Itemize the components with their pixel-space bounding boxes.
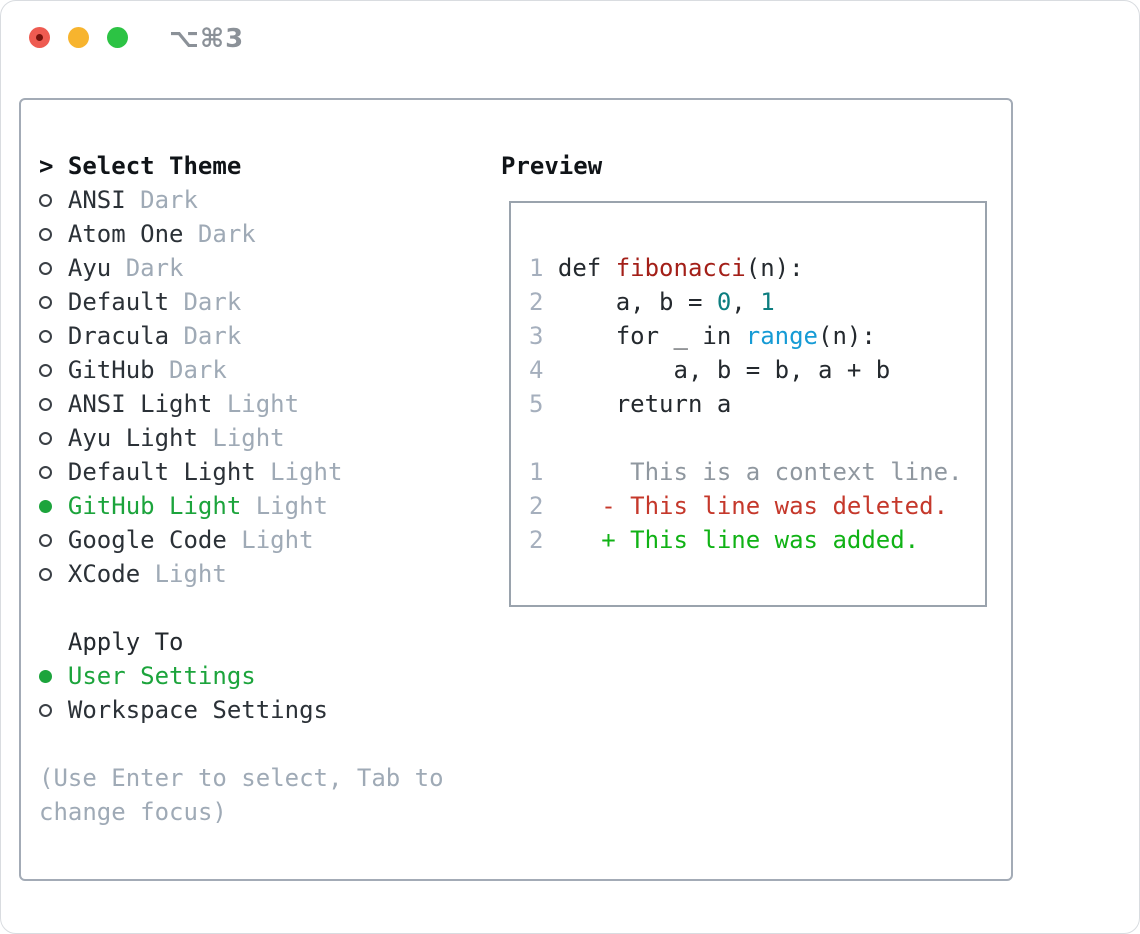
spacer (39, 591, 444, 625)
theme-name: Ayu (67, 254, 112, 282)
theme-variant: Dark (169, 356, 227, 384)
apply-option-workspace-settings[interactable]: Workspace Settings (39, 693, 444, 727)
keyboard-hint-line-2: change focus) (39, 798, 227, 826)
diff-added-line: 2 + This line was added. (529, 526, 920, 554)
theme-variant: Light (212, 424, 285, 452)
apply-option-label: Workspace Settings (67, 696, 328, 724)
radio-selected-icon (39, 489, 68, 523)
traffic-light-close-button[interactable] (29, 27, 50, 48)
radio-unselected-icon (39, 557, 68, 591)
theme-option-default-dark[interactable]: Default Dark (39, 285, 444, 319)
preview-code-line-5: 5 return a (529, 390, 732, 418)
line-number: 3 (529, 322, 544, 350)
theme-name: GitHub (67, 356, 155, 384)
theme-name: GitHub Light (67, 492, 242, 520)
number-literal: 1 (760, 288, 775, 316)
theme-option-dracula-dark[interactable]: Dracula Dark (39, 319, 444, 353)
theme-name: ANSI (67, 186, 126, 214)
line-number: 1 (529, 458, 544, 486)
line-number: 2 (529, 492, 544, 520)
theme-option-ansi-dark[interactable]: ANSI Dark (39, 183, 444, 217)
select-theme-heading: > Select Theme (39, 149, 444, 183)
radio-unselected-icon (39, 387, 68, 421)
theme-name: Atom One (67, 220, 184, 248)
theme-name: Ayu Light (67, 424, 198, 452)
theme-option-ansi-light[interactable]: ANSI Light Light (39, 387, 444, 421)
preview-code-line-1: 1 def fibonacci(n): (529, 254, 804, 282)
theme-variant: Dark (183, 288, 242, 316)
preview-code: 1 def fibonacci(n): 2 a, b = 0, 1 3 for … (511, 203, 985, 557)
number-literal: 0 (716, 288, 732, 316)
theme-option-ayu-light[interactable]: Ayu Light Light (39, 421, 444, 455)
preview-box: 1 def fibonacci(n): 2 a, b = 0, 1 3 for … (509, 201, 987, 607)
radio-unselected-icon (39, 421, 68, 455)
spacer (39, 727, 444, 761)
apply-option-user-settings[interactable]: User Settings (39, 659, 444, 693)
theme-option-google-code[interactable]: Google Code Light (39, 523, 444, 557)
line-number: 2 (529, 526, 544, 554)
theme-name: Google Code (67, 526, 227, 554)
line-number: 1 (529, 254, 544, 282)
theme-name: XCode (67, 560, 141, 588)
preview-code-line-2: 2 a, b = 0, 1 (529, 288, 775, 316)
radio-unselected-icon (39, 523, 68, 557)
preview-code-line-4: 4 a, b = b, a + b (529, 356, 891, 384)
theme-name: ANSI Light (67, 390, 213, 418)
theme-name: Dracula (67, 322, 170, 350)
apply-to-heading-label: Apply To (67, 628, 184, 656)
line-number: 5 (529, 390, 544, 418)
preview-code-line-3: 3 for _ in range(n): (529, 322, 876, 350)
theme-variant: Dark (197, 220, 256, 248)
theme-variant: Dark (140, 186, 198, 214)
line-number: 4 (529, 356, 544, 384)
theme-variant: Dark (125, 254, 184, 282)
theme-variant: Light (255, 492, 328, 520)
window-title: ⌥⌘3 (169, 24, 245, 54)
theme-option-github-dark[interactable]: GitHub Dark (39, 353, 444, 387)
theme-option-ayu-dark[interactable]: Ayu Dark (39, 251, 444, 285)
radio-unselected-icon (39, 319, 68, 353)
traffic-light-zoom-button[interactable] (107, 27, 128, 48)
theme-variant: Light (154, 560, 227, 588)
theme-option-default-light[interactable]: Default Light Light (39, 455, 444, 489)
radio-unselected-icon (39, 251, 68, 285)
theme-variant: Light (270, 458, 343, 486)
apply-to-heading: Apply To (39, 625, 444, 659)
theme-name: Default (67, 288, 170, 316)
radio-unselected-icon (39, 217, 68, 251)
theme-variant: Light (226, 390, 300, 418)
theme-option-xcode[interactable]: XCode Light (39, 557, 444, 591)
line-number: 2 (529, 288, 544, 316)
radio-unselected-icon (39, 693, 68, 727)
diff-deleted-line: 2 - This line was deleted. (529, 492, 949, 520)
radio-selected-icon (39, 659, 68, 693)
apply-option-label: User Settings (67, 662, 256, 690)
function-name: fibonacci (615, 254, 746, 282)
theme-variant: Light (241, 526, 314, 554)
radio-unselected-icon (39, 285, 68, 319)
theme-option-github-light[interactable]: GitHub Light Light (39, 489, 444, 523)
builtin-function: range (745, 322, 818, 350)
indent (39, 625, 68, 659)
traffic-light-minimize-button[interactable] (68, 27, 89, 48)
diff-context-line: 1 This is a context line. (529, 458, 963, 486)
select-theme-heading-label: Select Theme (67, 152, 242, 180)
radio-unselected-icon (39, 353, 68, 387)
theme-name: Default Light (67, 458, 256, 486)
radio-unselected-icon (39, 455, 68, 489)
cursor-marker: > (39, 152, 54, 180)
preview-heading: Preview (501, 152, 603, 180)
theme-option-atom-one-dark[interactable]: Atom One Dark (39, 217, 444, 251)
theme-variant: Dark (183, 322, 242, 350)
radio-unselected-icon (39, 183, 68, 217)
preview-blank-line (529, 421, 985, 455)
keyboard-hint-line-1: (Use Enter to select, Tab to (39, 764, 444, 792)
